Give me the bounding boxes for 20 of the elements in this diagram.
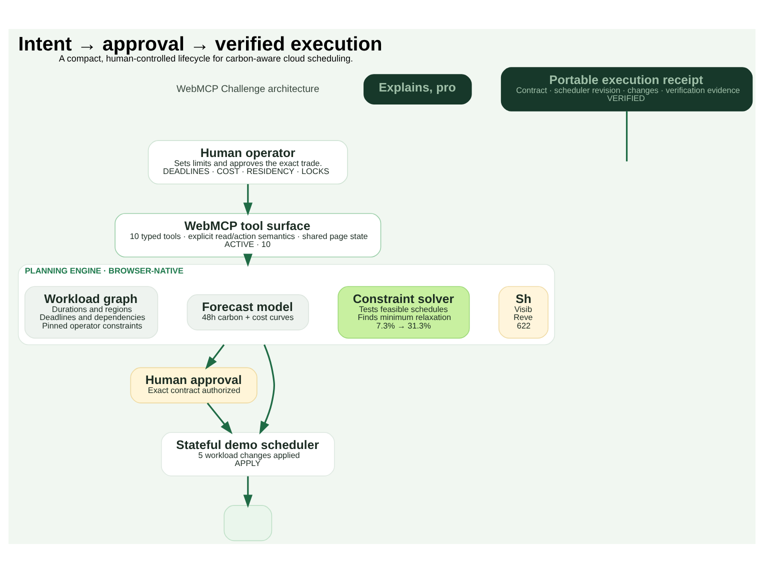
arrow — [243, 254, 253, 267]
diagram-title: Intent → approval → verified execution — [18, 33, 382, 56]
arrow — [243, 476, 253, 508]
node-box: Forecast model 48h carbon + cost curves — [186, 294, 310, 330]
arrow — [243, 184, 253, 216]
arrow — [259, 344, 275, 435]
node-box — [224, 505, 272, 542]
node-box: Portable execution receipt Contract · scheduler revision · changes · verification evidence VERIFIED — [500, 67, 753, 112]
node-box: Explains, pro — [364, 74, 472, 104]
caption: A compact, human-controlled lifecycle for carbon-aware cloud scheduling. — [58, 54, 354, 64]
connector — [626, 111, 628, 162]
node-box: Constraint solver Tests feasible schedules Finds minimum relaxation 7.3% → 31.3% — [338, 286, 470, 339]
node-box: Stateful demo scheduler 5 workload changes applied APPLY — [161, 432, 335, 476]
node-box: Workload graph Durations and regions Deadlines and dependencies Pinned operator constraints — [24, 286, 158, 339]
node-box: Sh Visib Reve 622 — [498, 286, 548, 339]
arrow — [206, 402, 233, 434]
node-box: Human operator Sets limits and approves the exact trade. DEADLINES · COST · RESIDENCY · LOCKS — [148, 140, 348, 184]
arrow — [205, 344, 225, 370]
node-box: Human approval Exact contract authorized — [130, 367, 258, 404]
label: WebMCP Challenge architecture — [176, 84, 320, 95]
